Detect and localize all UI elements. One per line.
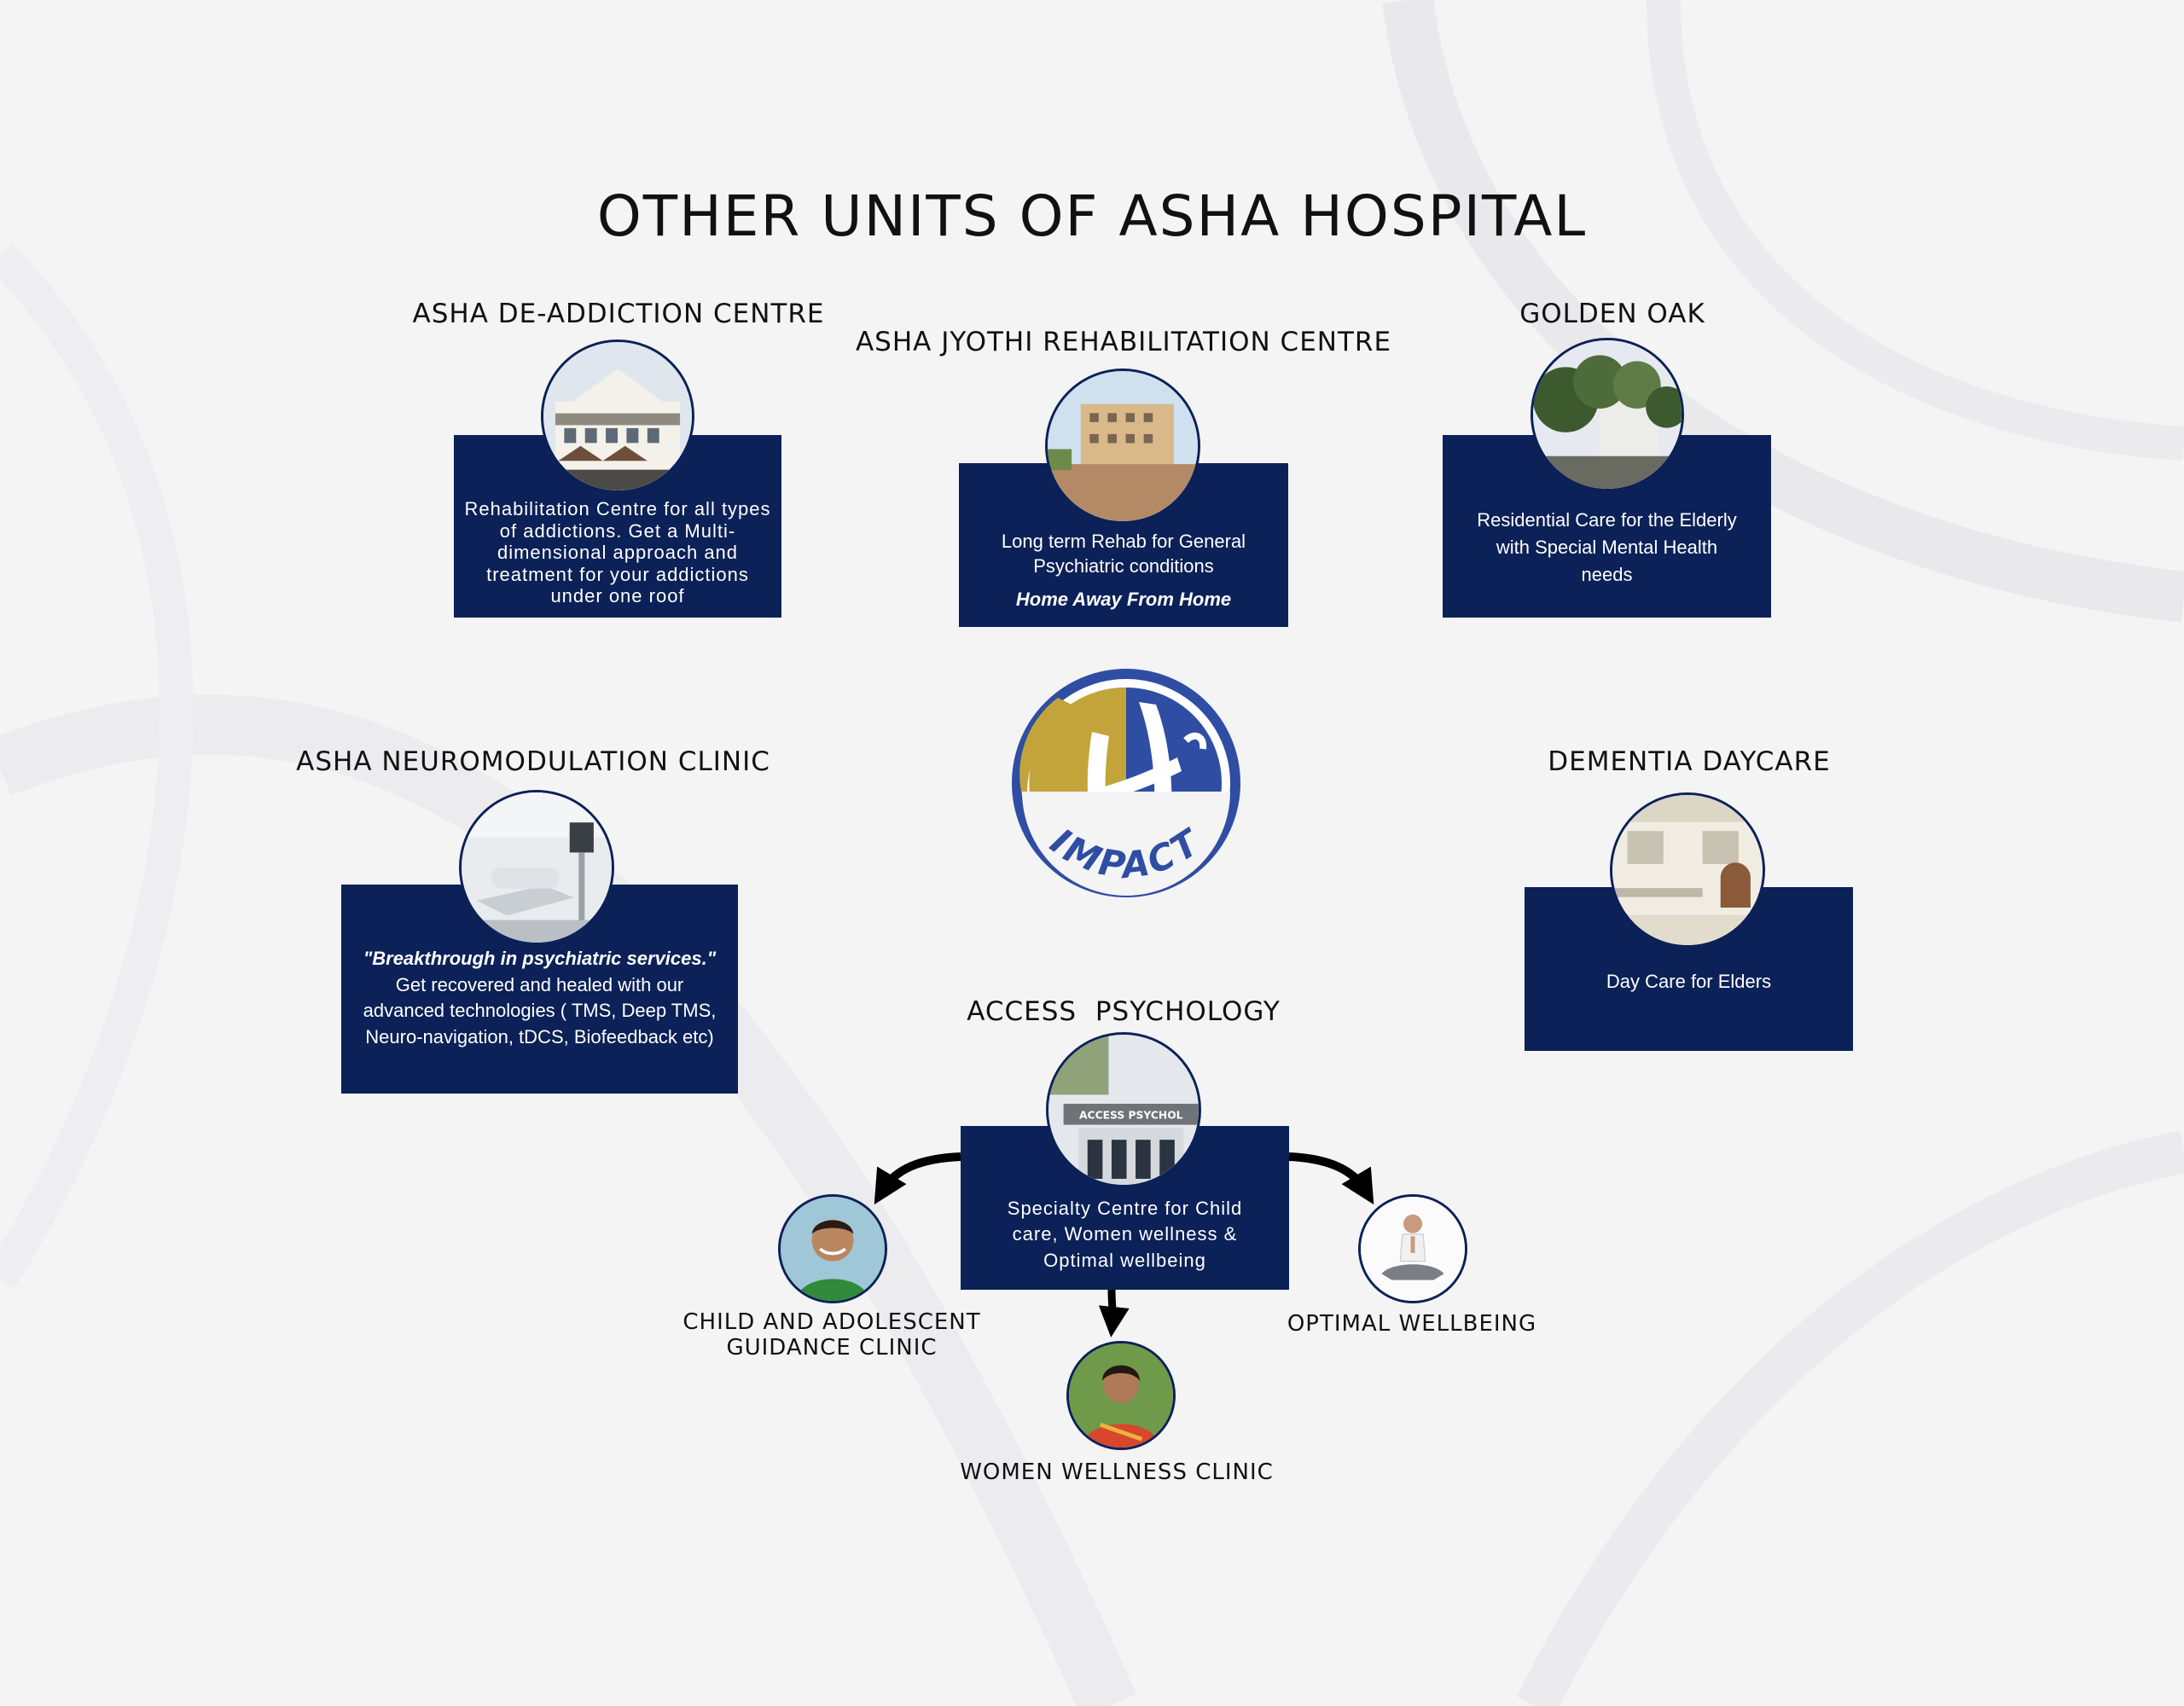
unit-quote-neuromodulation: "Breakthrough in psychiatric services."	[363, 947, 717, 969]
unit-title-access: ACCESS PSYCHOLOGY	[967, 996, 1281, 1027]
photo-golden-oak-trees	[1531, 338, 1684, 491]
unit-desc-access: Specialty Centre for Child care, Women w…	[1007, 1197, 1243, 1272]
unit-title-neuromodulation: ASHA NEUROMODULATION CLINIC	[296, 746, 770, 777]
access-signage: ACCESS PSYCHOL	[1079, 1110, 1183, 1122]
photo-jyothi-building	[1045, 368, 1200, 524]
unit-desc-deaddiction: Rehabilitation Centre for all types of a…	[464, 498, 771, 607]
impact-logo: IMPACT	[1012, 669, 1240, 897]
page-title: OTHER UNITS OF ASHA HOSPITAL	[596, 183, 1588, 249]
photo-neuromodulation-equipment	[459, 790, 614, 945]
photo-access-building: ACCESS PSYCHOL	[1046, 1032, 1201, 1187]
unit-desc-dementia: Day Care for Elders	[1606, 971, 1772, 993]
unit-desc-jyothi: Long term Rehab for General Psychiatric …	[1001, 531, 1246, 577]
unit-desc-neuromodulation: Get recovered and healed with our advanc…	[363, 973, 717, 1048]
unit-title-jyothi: ASHA JYOTHI REHABILITATION CENTRE	[855, 327, 1392, 357]
unit-title-golden-oak: GOLDEN OAK	[1519, 299, 1705, 329]
photo-deaddiction-building	[541, 339, 694, 493]
unit-title-deaddiction: ASHA DE-ADDICTION CENTRE	[412, 299, 825, 329]
photo-child	[778, 1194, 887, 1303]
photo-optimal	[1358, 1194, 1467, 1303]
unit-title-dementia: DEMENTIA DAYCARE	[1548, 746, 1831, 777]
unit-tagline-jyothi: Home Away From Home	[1015, 589, 1232, 611]
sub-label-optimal: OPTIMAL WELLBEING	[1287, 1311, 1537, 1337]
sub-label-child: CHILD AND ADOLESCENT GUIDANCE CLINIC	[682, 1309, 981, 1361]
photo-dementia-building	[1610, 792, 1765, 948]
unit-desc-golden-oak: Residential Care for the Elderly with Sp…	[1477, 509, 1737, 586]
sub-label-women: WOMEN WELLNESS CLINIC	[960, 1459, 1274, 1485]
unit-box-jyothi: Long term Rehab for General Psychiatric …	[959, 463, 1288, 627]
photo-women	[1066, 1341, 1176, 1450]
